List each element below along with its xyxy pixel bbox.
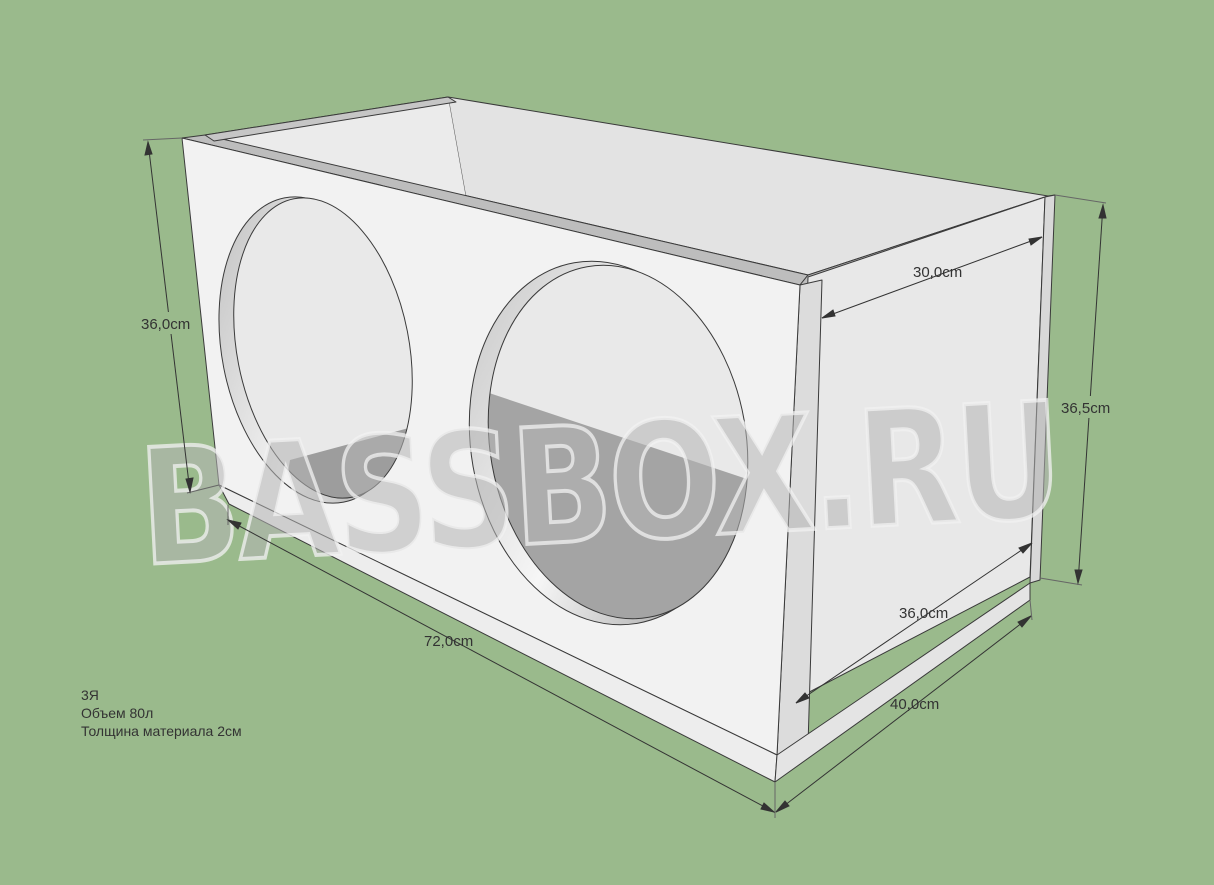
dimension-labels: 36,0cm 30,0cm 36,5cm 36,0cm 72,0cm 40,0c… bbox=[136, 264, 1120, 713]
spec-notes: 3Я Объем 80л Толщина материала 2см bbox=[81, 686, 242, 740]
left-speaker-hole bbox=[209, 182, 437, 514]
dim-width-front: 72,0cm bbox=[424, 633, 473, 650]
note-material: Толщина материала 2см bbox=[81, 723, 242, 739]
dim-depth-top: 30,0cm bbox=[913, 264, 962, 281]
right-back-edge bbox=[1029, 194, 1056, 584]
dim-height-right: 36,5cm bbox=[1061, 400, 1110, 417]
dim-depth-bottom: 40,0cm bbox=[890, 696, 939, 713]
dim-height-front: 36,0cm bbox=[141, 316, 190, 333]
dim-depth-inner: 36,0cm bbox=[899, 605, 948, 622]
note-volume: Объем 80л bbox=[81, 705, 154, 721]
top-rim-back bbox=[204, 96, 457, 142]
dimension-lines bbox=[142, 137, 1107, 818]
note-model: 3Я bbox=[81, 687, 99, 703]
